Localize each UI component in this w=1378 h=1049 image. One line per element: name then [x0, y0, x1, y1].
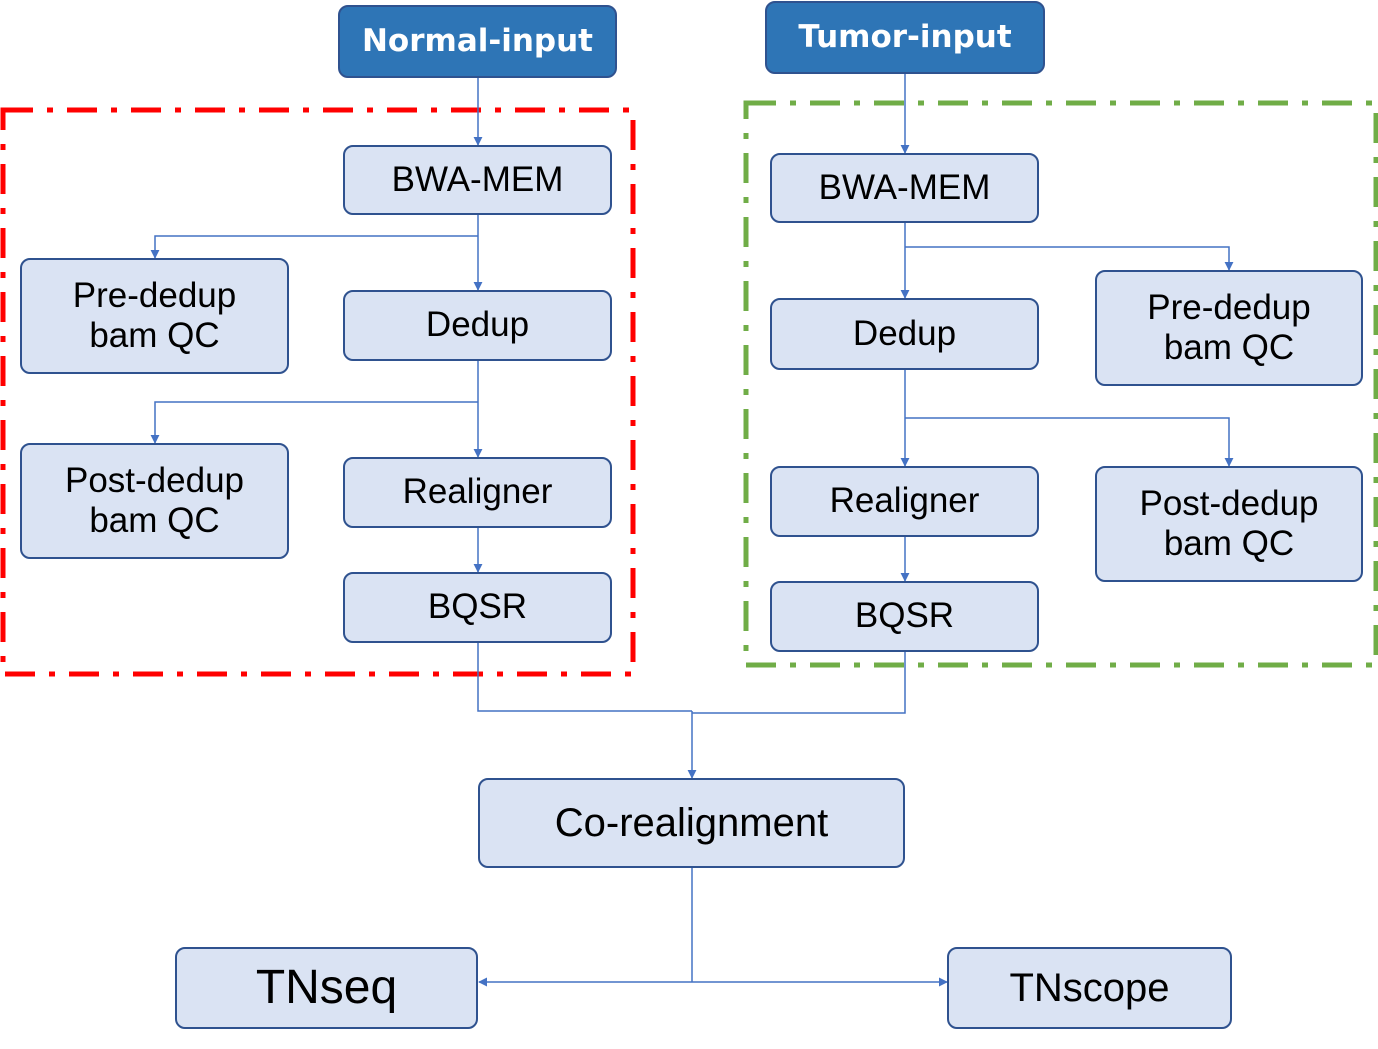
tnseq-node: TNseq [175, 947, 478, 1029]
tumor-bqsr-label: BQSR [854, 596, 955, 636]
tumor-pre-dedup-qc-node: Pre-dedup bam QC [1095, 270, 1363, 386]
normal-dedup-node: Dedup [343, 290, 612, 361]
normal-bqsr-node: BQSR [343, 572, 612, 643]
normal-realigner-label: Realigner [402, 472, 553, 512]
normal-bwa-label: BWA-MEM [391, 159, 564, 199]
normal-input-node: Normal-input [338, 5, 617, 78]
corealignment-node: Co-realignment [478, 778, 905, 868]
arrow-normal-bwa-to-preqc [150, 235, 478, 259]
tumor-group-outline [743, 100, 1378, 668]
line-normal-bqsr-merge [477, 643, 692, 712]
tumor-pre-dedup-qc-label: Pre-dedup bam QC [1147, 287, 1311, 367]
arrow-normal-dedup-to-postqc [150, 401, 478, 444]
normal-pre-dedup-qc-label: Pre-dedup bam QC [72, 275, 237, 355]
arrow-tumor-dedup-to-postqc [905, 417, 1234, 467]
normal-input-label: Normal-input [361, 22, 594, 59]
tumor-input-label: Tumor-input [798, 18, 1012, 55]
arrow-tumor-bwa-to-preqc [905, 246, 1234, 271]
tnscope-node: TNscope [947, 947, 1232, 1029]
tumor-realigner-label: Realigner [829, 481, 980, 521]
normal-dedup-label: Dedup [425, 305, 530, 345]
normal-post-dedup-qc-label: Post-dedup bam QC [64, 460, 245, 540]
normal-pre-dedup-qc-node: Pre-dedup bam QC [20, 258, 289, 374]
tumor-bwa-label: BWA-MEM [818, 167, 991, 207]
tumor-bqsr-node: BQSR [770, 581, 1039, 652]
tumor-post-dedup-qc-node: Post-dedup bam QC [1095, 466, 1363, 582]
tumor-input-node: Tumor-input [765, 1, 1045, 74]
normal-bqsr-label: BQSR [427, 587, 528, 627]
tumor-realigner-node: Realigner [770, 466, 1039, 537]
tumor-dedup-node: Dedup [770, 298, 1039, 370]
tumor-post-dedup-qc-label: Post-dedup bam QC [1139, 483, 1319, 563]
corealignment-label: Co-realignment [554, 801, 829, 845]
normal-post-dedup-qc-node: Post-dedup bam QC [20, 443, 289, 559]
tnscope-label: TNscope [1009, 966, 1170, 1010]
tumor-dedup-label: Dedup [852, 313, 957, 353]
normal-realigner-node: Realigner [343, 457, 612, 528]
tnseq-label: TNseq [255, 961, 398, 1015]
normal-bwa-node: BWA-MEM [343, 145, 612, 215]
line-tumor-bqsr-merge [692, 652, 906, 714]
tumor-bwa-node: BWA-MEM [770, 153, 1039, 223]
normal-group-outline [0, 107, 636, 677]
